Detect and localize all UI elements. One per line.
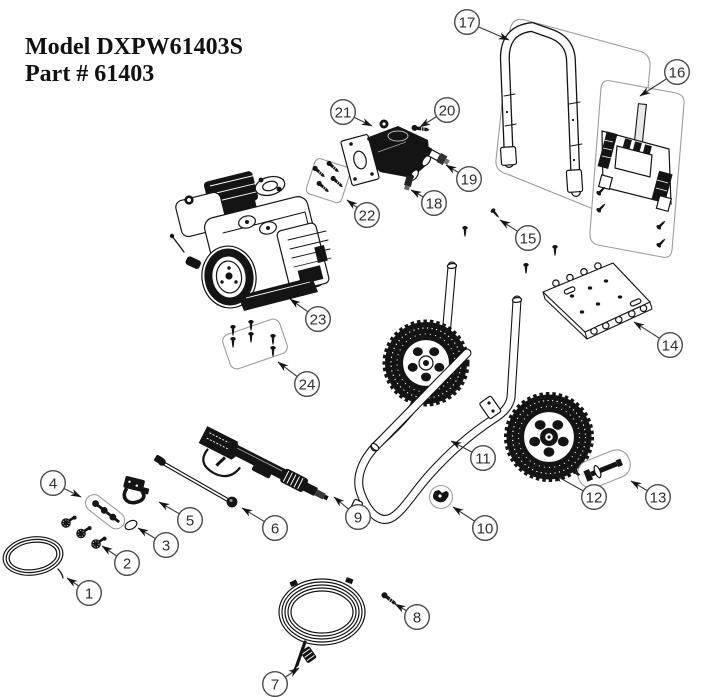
callout-8: 8 [394,603,431,631]
callout-13: 13 [630,480,672,511]
callout-20: 20 [419,96,461,128]
oring-part [124,519,138,531]
svg-text:20: 20 [439,102,456,119]
svg-text:18: 18 [426,195,443,212]
callout-19: 19 [445,164,483,192]
callout-10: 10 [452,506,499,542]
pressure-hose-part [278,577,366,673]
model-title: Model DXPW61403S [25,34,243,60]
tube-coil-part [2,536,64,579]
base-plate-part [542,262,653,340]
callout-3: 3 [137,527,179,559]
callout-24: 24 [277,361,321,398]
svg-text:7: 7 [271,676,279,693]
panel-part [595,103,673,249]
engine-bolts-part [222,318,288,370]
svg-text:2: 2 [123,555,131,572]
callout-11: 11 [450,440,497,472]
pump-bolts-part [305,158,351,204]
part-number-title: Part # 61403 [25,61,154,87]
callout-16: 16 [639,59,691,97]
callout-9: 9 [333,496,372,531]
engine-part [169,171,332,311]
svg-text:4: 4 [49,475,57,492]
svg-text:10: 10 [477,520,494,537]
svg-text:19: 19 [461,171,478,188]
svg-text:3: 3 [162,537,170,554]
svg-text:23: 23 [310,311,327,328]
svg-text:21: 21 [335,104,352,121]
small-fitting-part [404,173,414,191]
callout-12: 12 [552,473,608,511]
callout-18: 18 [410,189,448,216]
wand-part [154,454,238,508]
pump-bolt-part [410,124,431,134]
svg-text:14: 14 [662,337,679,354]
svg-text:1: 1 [85,585,93,602]
callout-14: 14 [633,321,684,359]
svg-text:22: 22 [359,207,376,224]
spray-gun-part [198,426,329,501]
callout-23: 23 [289,298,332,333]
screws-part [462,207,558,275]
callout-7: 7 [262,667,300,697]
callout-22: 22 [346,199,381,228]
svg-text:16: 16 [669,64,686,81]
svg-text:15: 15 [520,230,537,247]
svg-text:8: 8 [413,609,421,626]
hose-connector-part [420,145,450,166]
nozzles-part [60,515,108,550]
axle-kit-part [573,449,631,489]
frame-front-rail [370,348,502,452]
pump-part [340,119,432,186]
handle-part [499,22,584,197]
callout-15: 15 [499,219,542,251]
nozzle-rack-part [85,494,126,530]
svg-text:12: 12 [586,489,603,506]
svg-text:5: 5 [186,512,194,529]
callout-17: 17 [454,8,510,41]
svg-text:11: 11 [475,450,491,467]
callout-2: 2 [101,545,140,577]
callout-6: 6 [241,507,289,542]
svg-text:9: 9 [354,509,362,526]
callout-21: 21 [330,98,373,127]
callout-5: 5 [158,501,203,534]
svg-text:13: 13 [650,489,667,506]
wheel-part [504,392,594,482]
gun-hook-part [122,476,150,505]
foot-clip-part [428,484,454,510]
svg-text:6: 6 [271,520,279,537]
svg-text:24: 24 [299,376,316,393]
callout-1: 1 [66,577,102,607]
callout-4: 4 [40,470,82,498]
svg-text:17: 17 [459,14,476,31]
